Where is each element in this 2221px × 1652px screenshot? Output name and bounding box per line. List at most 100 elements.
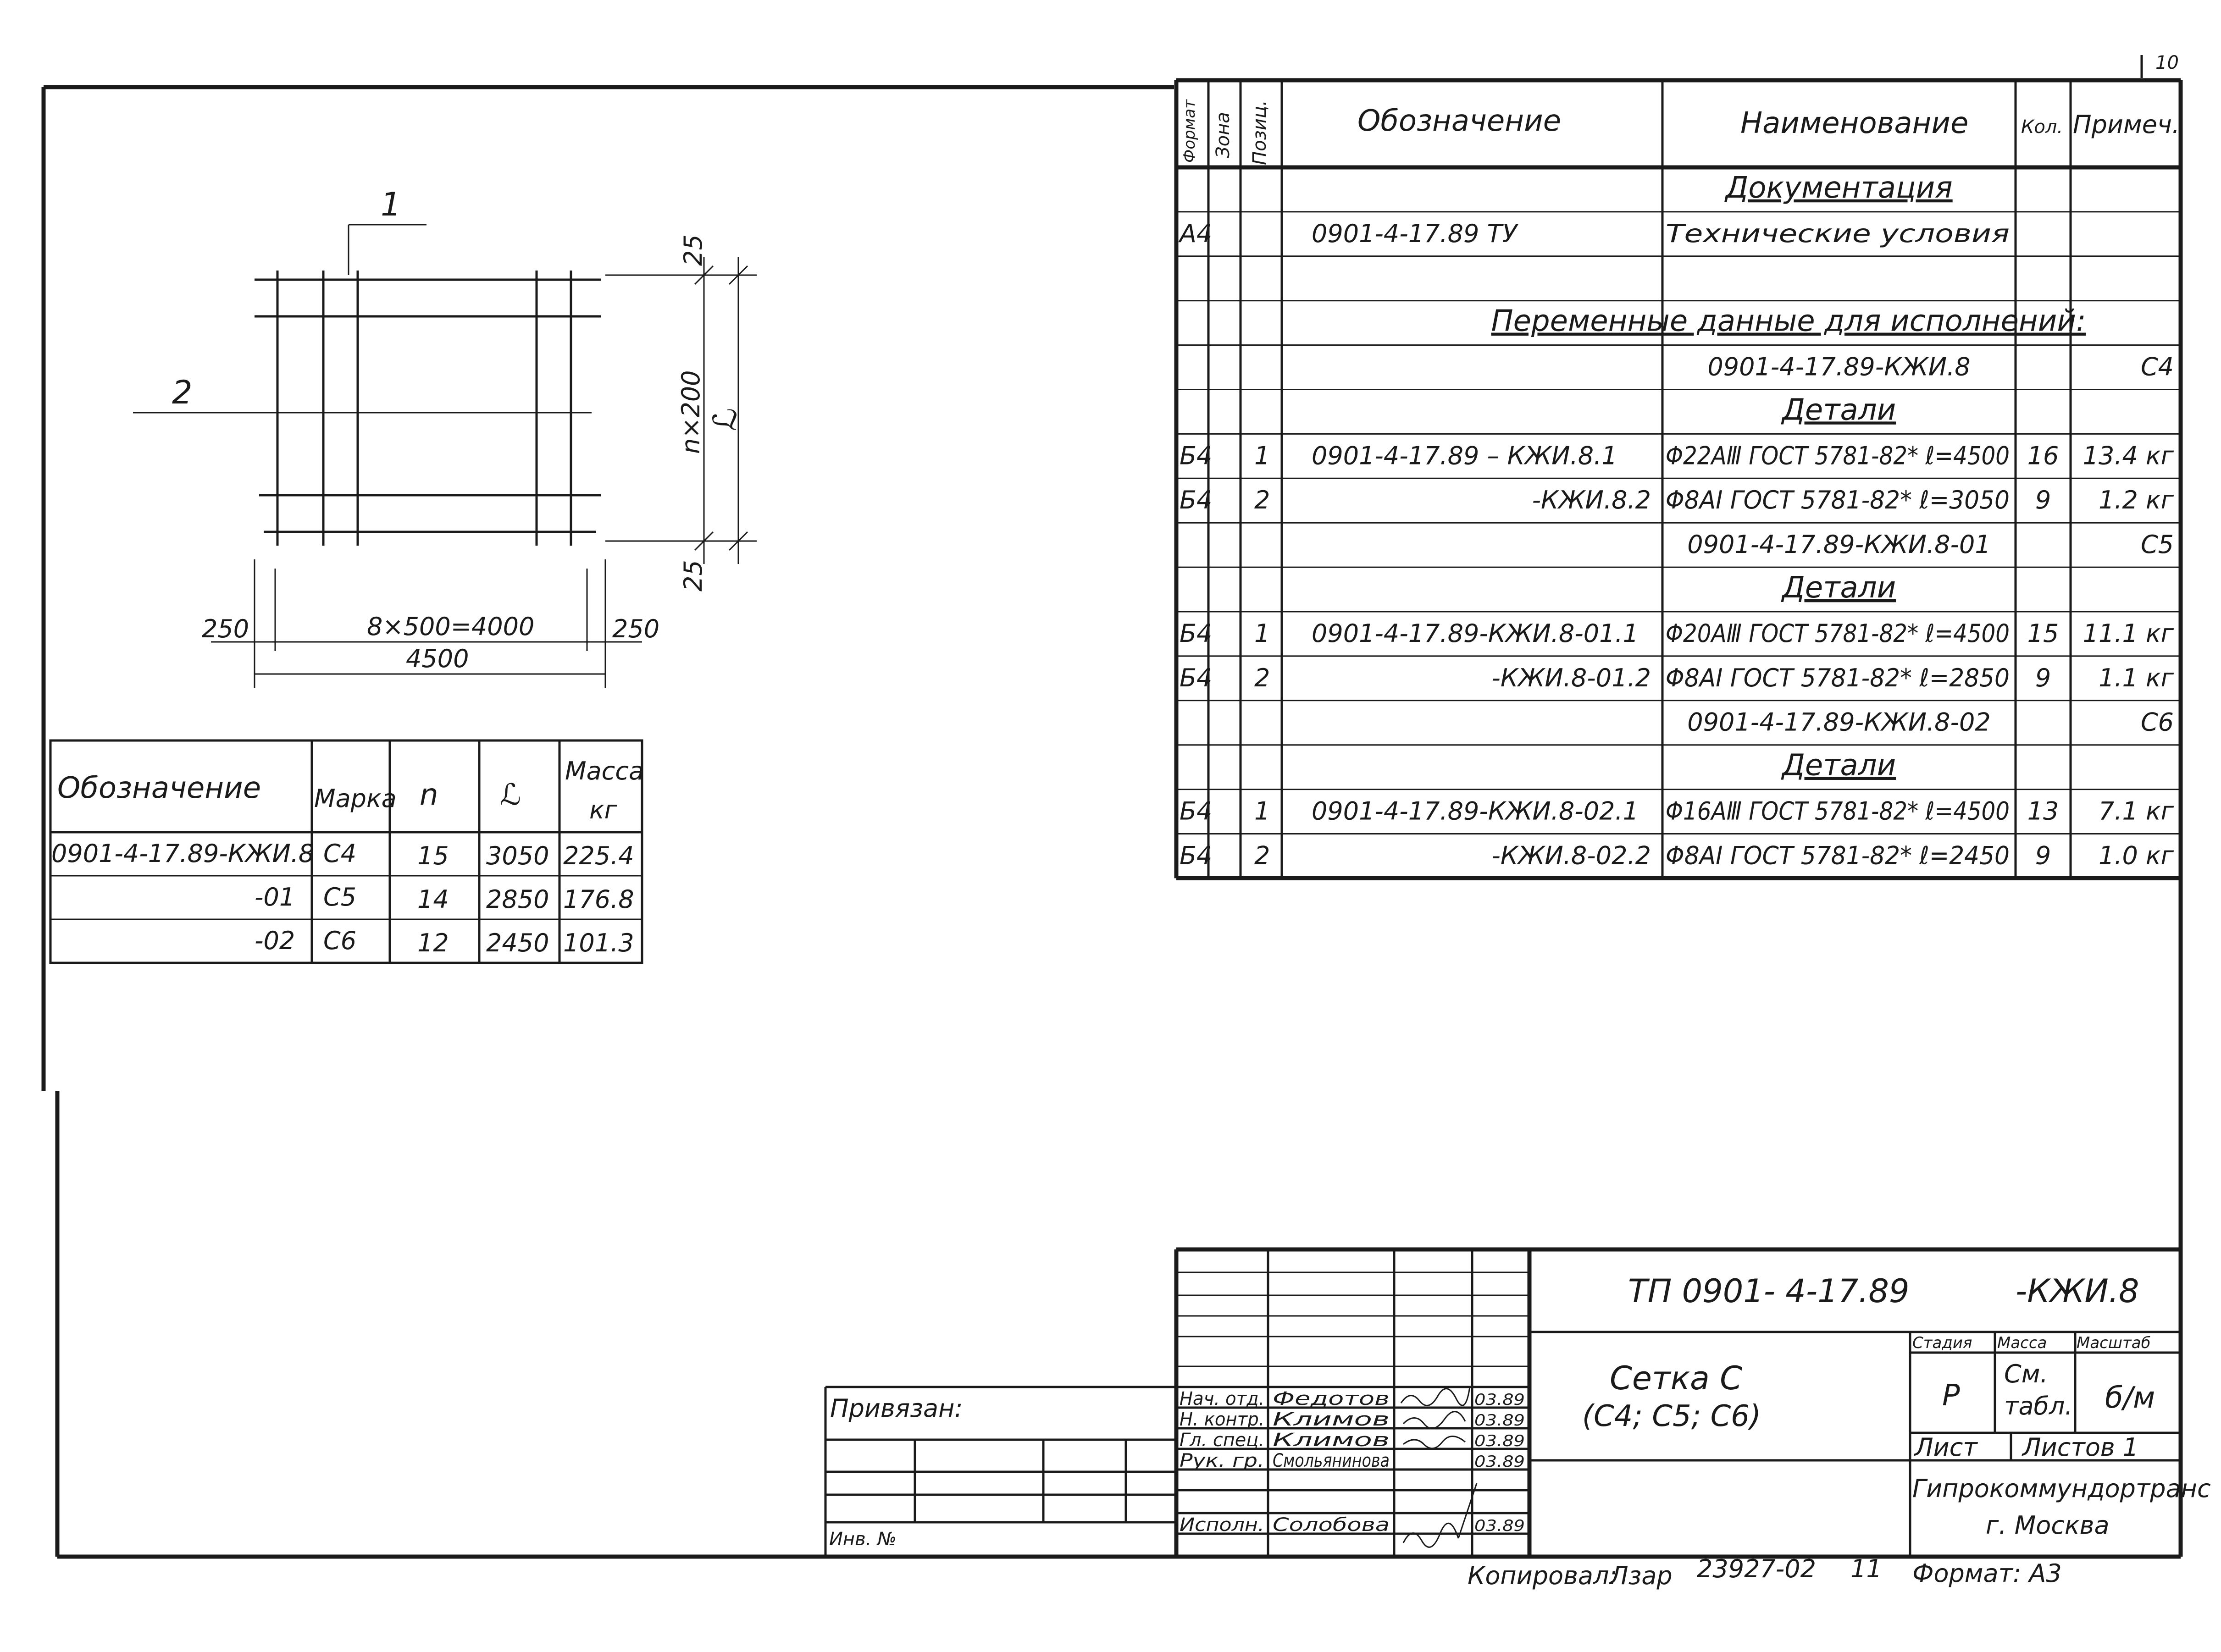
title-block: ТП 0901- 4-17.89 -КЖИ.8 Сетка С (С4; С5;… (824, 1247, 2211, 1590)
order-sheet: 11 (1850, 1554, 1882, 1583)
mass-value-1: См. (2004, 1359, 2048, 1388)
drawing-title-line2: (С4; С5; С6) (1582, 1399, 1761, 1433)
mass-value-2: табл. (2004, 1392, 2073, 1420)
spec-header-zone: Зона (1213, 112, 1234, 158)
dim-4500: 4500 (406, 644, 469, 673)
spec-quantity: 16 (2027, 441, 2059, 470)
table-row: Детали (1781, 571, 1896, 605)
spec-quantity: 13 (2027, 796, 2059, 825)
mesh-mass: 101.3 (563, 928, 634, 957)
dim-nx200: n×200 (676, 370, 705, 454)
spec-variant-name: 0901-4-17.89-КЖИ.8-02 (1687, 708, 1990, 737)
spec-name: Φ16АⅢ ГОСТ 5781-82* ℓ=4500 (1666, 796, 2010, 825)
spec-header-note: Примеч. (2073, 110, 2180, 139)
spec-position: 1 (1254, 441, 1270, 470)
spec-designation: -КЖИ.8-01.2 (1491, 663, 1651, 692)
spec-format: Б4 (1180, 663, 1212, 692)
mesh-mass: 225.4 (563, 841, 634, 870)
spec-note: С5 (2141, 530, 2174, 559)
spec-quantity: 9 (2035, 663, 2051, 692)
spec-position: 2 (1254, 841, 1270, 870)
inventory-label: Инв. № (829, 1529, 897, 1550)
signer-name: Федотов (1273, 1388, 1390, 1409)
spec-note: С6 (2141, 708, 2174, 737)
table-row: 0901-4-17.89-КЖИ.8-02 С6 (1687, 708, 2174, 737)
spec-format: Б4 (1180, 841, 1212, 870)
spec-note: 1.2 кг (2099, 486, 2174, 514)
spec-format: Б4 (1180, 486, 1212, 514)
spec-note: С4 (2141, 352, 2174, 381)
sheet-label: Лист (1914, 1433, 1978, 1462)
signer-name: Климов (1273, 1409, 1390, 1430)
mesh-mark: С6 (323, 926, 356, 955)
dim-right-250: 250 (612, 614, 659, 643)
spec-header-pos: Позиц. (1249, 100, 1270, 165)
table-row: Детали (1781, 393, 1896, 427)
mesh-l: 2450 (486, 928, 549, 957)
signer-date: 03.89 (1474, 1517, 1525, 1535)
signer-role: Рук. гр. (1180, 1450, 1264, 1471)
copied-signature: Лзар (1609, 1561, 1673, 1590)
spec-header-designation: Обозначение (1357, 104, 1561, 138)
spec-format: А4 (1178, 219, 1212, 248)
spec-format: Б4 (1180, 619, 1212, 648)
mesh-mass: 176.8 (563, 885, 634, 914)
spec-quantity: 9 (2035, 486, 2051, 514)
spec-designation: 0901-4-17.89-КЖИ.8-01.1 (1312, 619, 1639, 648)
mesh-code: -01 (255, 883, 295, 912)
dim-l: ℒ (706, 408, 744, 431)
signer-role: Н. контр. (1180, 1409, 1264, 1430)
mesh-header-designation: Обозначение (57, 771, 261, 805)
spec-format: Б4 (1180, 441, 1212, 470)
mass-label: Масса (1997, 1334, 2047, 1352)
spec-header-name: Наименование (1740, 106, 1968, 140)
signature-scribbles (1400, 1387, 1478, 1548)
callout-2: 2 (172, 374, 193, 411)
spec-section-title: Документация (1724, 171, 1952, 205)
spec-section-title: Детали (1781, 749, 1896, 783)
spec-name: Технические условия (1666, 219, 2010, 248)
page-number: 10 (2155, 52, 2179, 73)
spec-position: 2 (1254, 663, 1270, 692)
spec-position: 1 (1254, 796, 1270, 825)
spec-designation: -КЖИ.8.2 (1532, 486, 1651, 514)
signer-role: Исполн. (1180, 1514, 1264, 1536)
sheets-label: Листов 1 (2022, 1433, 2138, 1462)
copied-label: Копировал: (1468, 1561, 1617, 1590)
mesh-header-kg: кг (589, 796, 618, 824)
mesh-mark: С5 (323, 883, 356, 912)
signer-date: 03.89 (1474, 1453, 1525, 1471)
callout-1: 1 (381, 186, 401, 223)
dim-left-250: 250 (202, 614, 249, 643)
spec-note: 1.0 кг (2099, 841, 2174, 870)
spec-position: 1 (1254, 619, 1270, 648)
mesh-n: 15 (417, 841, 449, 870)
spec-designation: -КЖИ.8-02.2 (1491, 841, 1651, 870)
spec-format: Б4 (1180, 796, 1212, 825)
mesh-l: 2850 (486, 885, 549, 914)
bound-label: Привязан: (830, 1394, 963, 1423)
dim-8x500: 8×500=4000 (367, 612, 534, 641)
table-row: Б4 1 0901-4-17.89-КЖИ.8-01.1 Φ20АⅢ ГОСТ 578… (1180, 619, 2174, 648)
spec-name: Φ20АⅢ ГОСТ 5781-82* ℓ=4500 (1666, 619, 2010, 648)
scale-value: б/м (2105, 1381, 2155, 1415)
signer-date: 03.89 (1474, 1432, 1525, 1450)
table-row: -02 С6 12 2450 101.3 (255, 926, 634, 957)
spec-variants-title: Переменные данные для исполнений: (1491, 304, 2086, 338)
format-label: Формат: А3 (1912, 1559, 2062, 1588)
signer-name: Солобова (1273, 1514, 1390, 1536)
spec-grid (1174, 78, 2183, 880)
table-row: Детали (1781, 749, 1896, 783)
mesh-code: 0901-4-17.89-КЖИ.8 (51, 839, 314, 868)
spec-section-title: Детали (1781, 393, 1896, 427)
spec-note: 7.1 кг (2099, 796, 2174, 825)
